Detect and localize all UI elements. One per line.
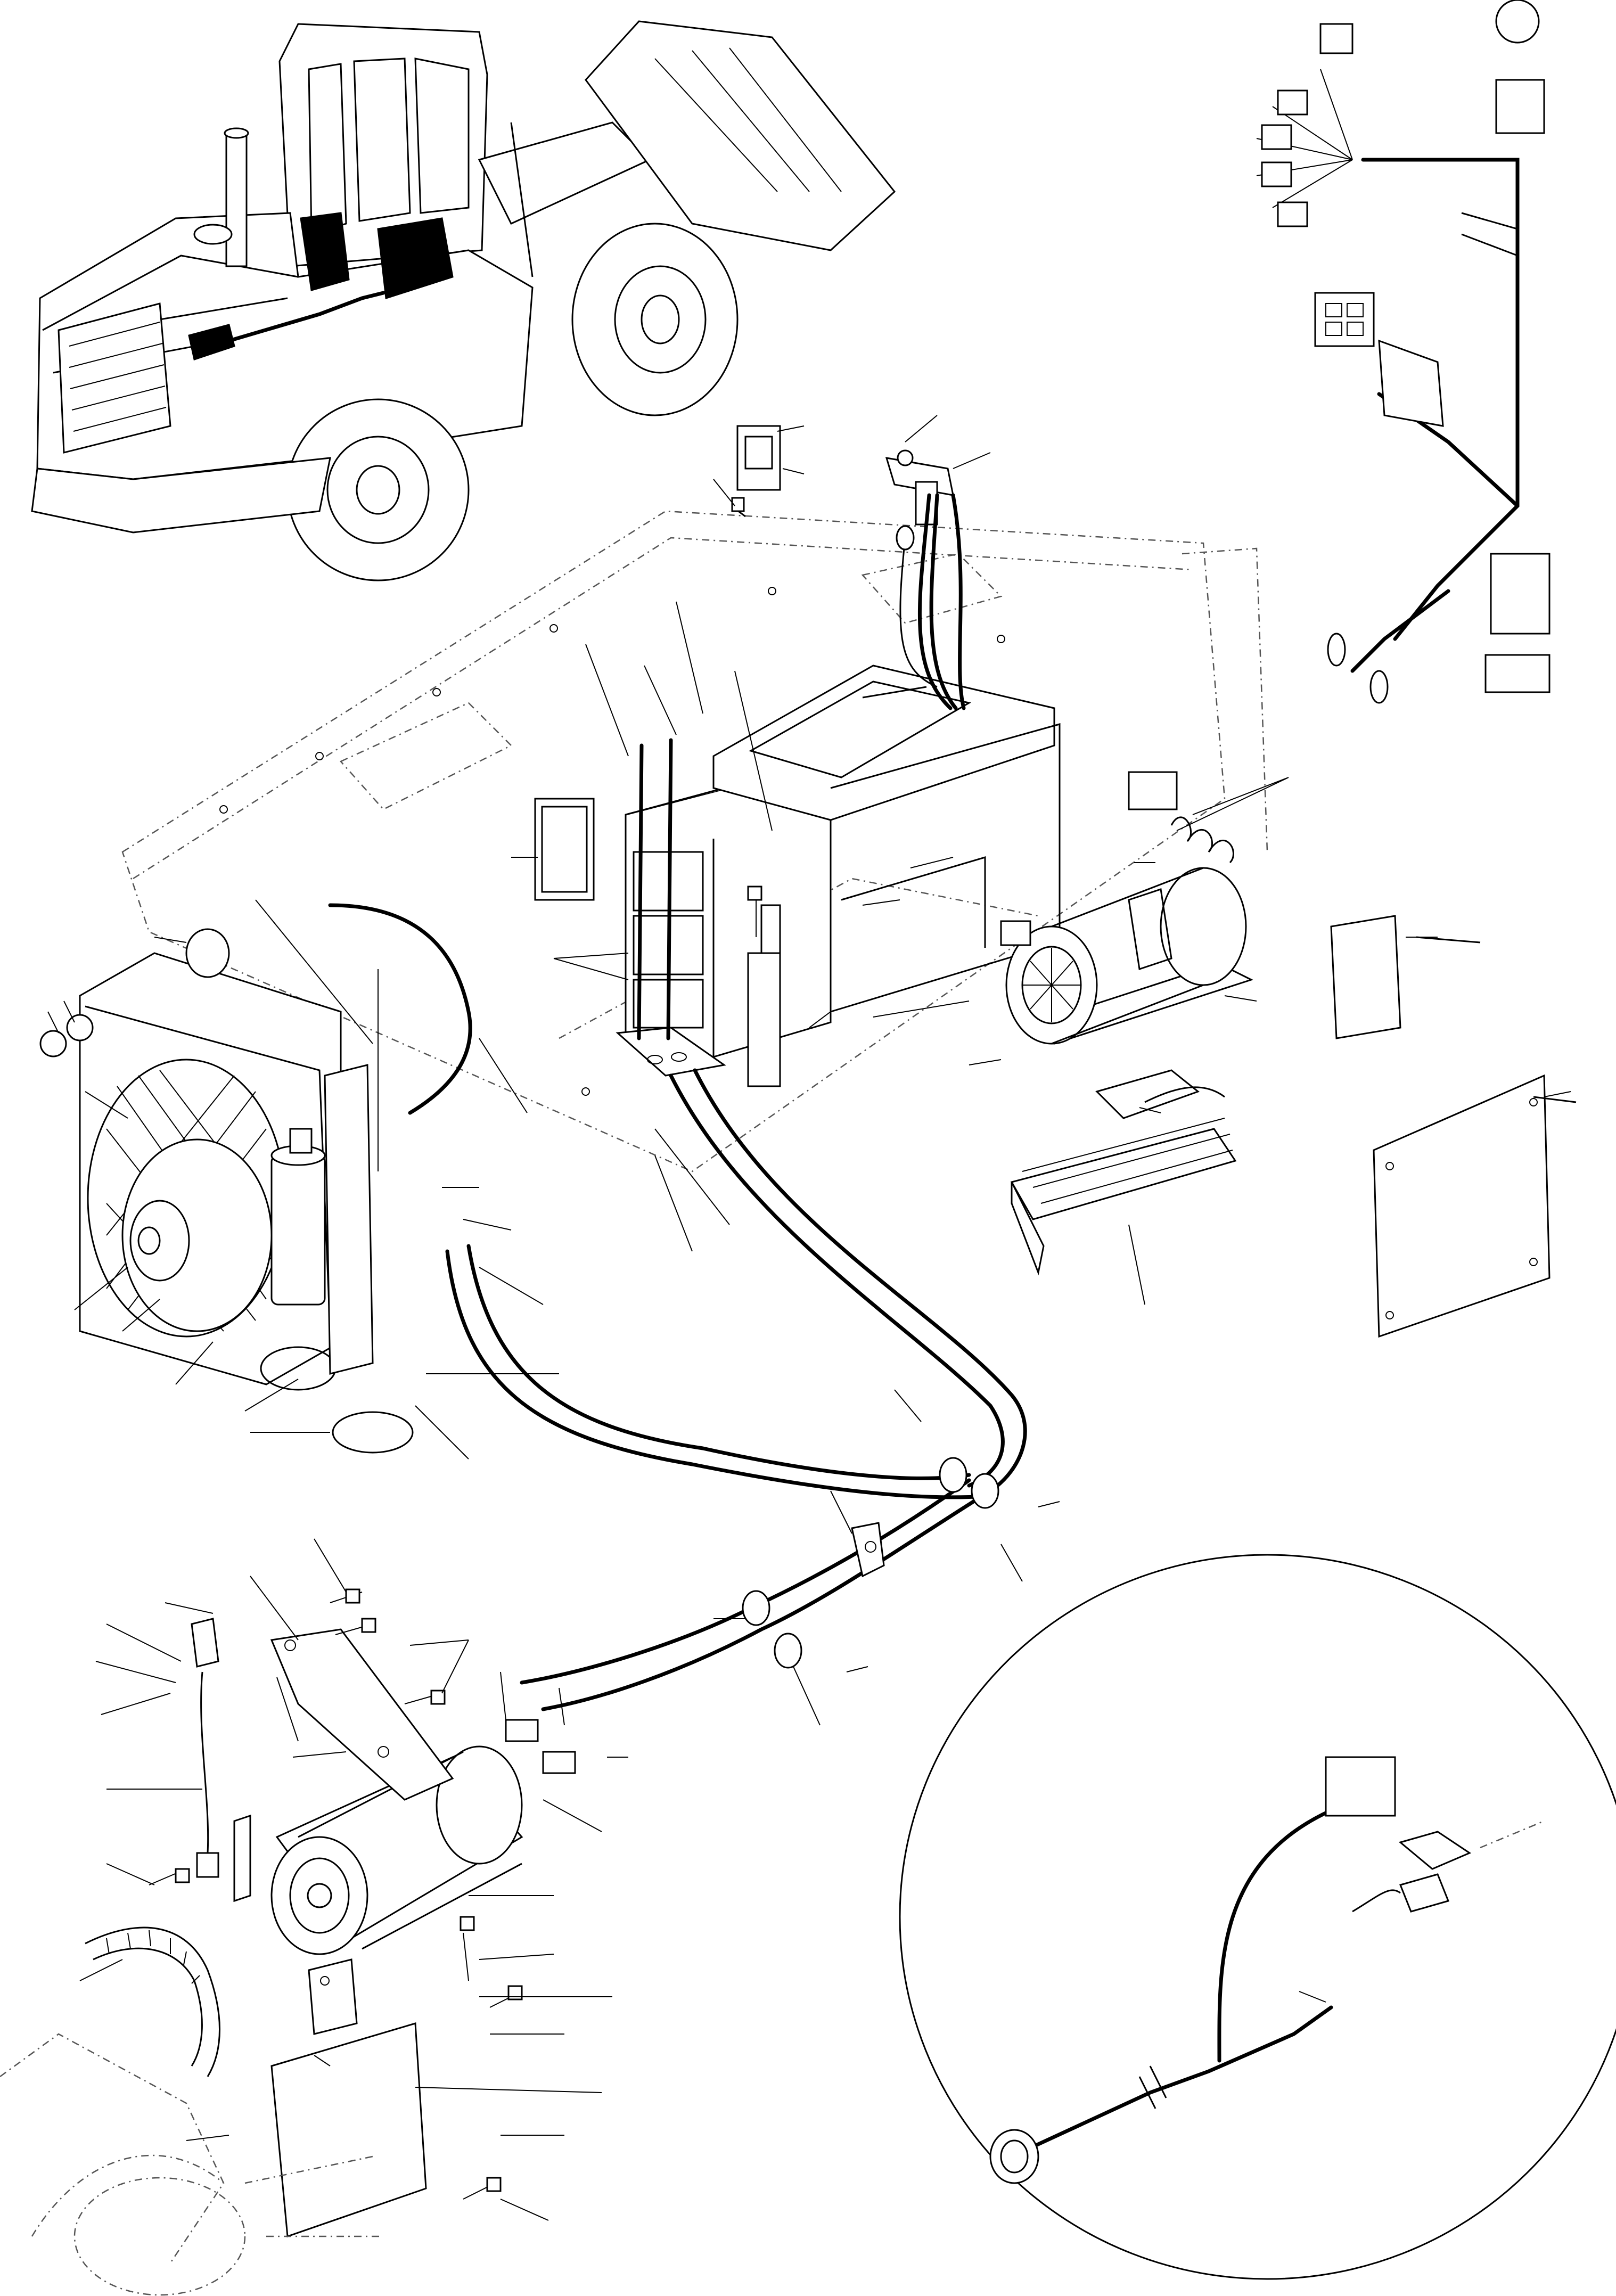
heater-box-icon (534, 665, 1061, 1087)
terminal-strip-icon (885, 449, 966, 710)
hose-clamp-icon (742, 1457, 999, 1669)
heatsink-icon (1010, 1069, 1237, 1276)
ac-compressor-icon (270, 1719, 576, 1955)
drive-belt-icon (85, 1926, 220, 2077)
wiring-harness-icon (1256, 0, 1551, 704)
switch-icon (731, 425, 781, 518)
wheel-loader-icon (31, 20, 896, 581)
hose-icon (328, 738, 1027, 1711)
detail-circle-icon (899, 1554, 1616, 2280)
cover-plate-icon (1330, 915, 1577, 1338)
engine-fan-icon (0, 2033, 383, 2296)
leader-lines (47, 415, 1326, 2221)
mounting-bracket-icon (191, 1618, 454, 2238)
blower-fan-icon (1000, 771, 1253, 1045)
receiver-drier-icon (270, 1064, 374, 1375)
